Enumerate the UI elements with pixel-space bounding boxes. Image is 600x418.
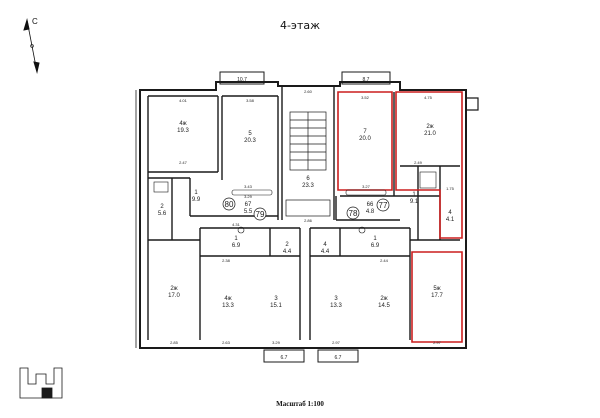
room-r9-area: 4.8 [366,209,375,215]
room-r13-area: 4.4 [283,249,292,255]
room-r5-area: 21.0 [424,131,436,137]
room-r1-type: 4ж [179,121,186,127]
dim-10: 1.75 [446,186,455,191]
dim-9: 2.49 [414,160,423,165]
floor-title: 4-этаж [279,19,321,32]
room-r13-type: 2 [285,242,289,248]
apartment-79-circle [253,207,267,221]
room-r1-area: 19.3 [177,128,189,134]
interior-walls [147,86,460,340]
room-r10-type: 1 [412,192,416,198]
room-r17-type: 4ж [224,296,231,302]
room-r18-area: 15.1 [270,303,282,309]
apartment-78-circle [346,206,360,220]
dim-11: 2.86 [304,218,313,223]
scale-label: Масштаб 1:100 [276,400,324,408]
dim-13: 4.31 [232,222,241,227]
room-r16-area: 17.0 [168,293,180,299]
dim-3: 2.60 [304,89,313,94]
bottom-balconies [263,349,359,363]
fixtures [153,171,437,234]
room-r21-area: 17.7 [431,293,443,299]
dimension-labels: 4.01 3.58 2.60 3.52 4.75 2.47 3.43 3.27 … [170,89,455,345]
room-r3-area: 23.3 [302,183,314,189]
room-r6-type: 1 [194,190,198,196]
room-r12-area: 6.9 [232,243,241,249]
balcony-b4: 6.7 [335,355,342,361]
balcony-b1: 10.7 [237,77,247,83]
north-label: С [32,17,38,26]
dim-18: 3.29 [272,340,281,345]
room-r9-type: 66 [367,202,374,208]
apartment-markers: 80 79 78 77 [222,197,390,221]
room-r16-type: 2ж [170,286,177,292]
dim-14: 2.38 [222,258,231,263]
room-r7-area: 5.6 [158,211,167,217]
room-r11-type: 4 [448,210,452,216]
dim-2: 3.58 [246,98,255,103]
room-r21-type: 5ж [433,286,440,292]
room-r20-type: 2ж [380,296,387,302]
north-arrow-icon [23,18,40,74]
key-plan-thumbnail [19,367,63,399]
apartment-80: 80 [225,200,234,209]
top-balconies [219,71,391,85]
outer-walls [135,81,479,349]
room-r6-area: 9.9 [192,197,201,203]
dim-5: 4.75 [424,95,433,100]
balcony-b2: 8.7 [363,77,370,83]
room-r4-type: 7 [363,129,367,135]
room-r8-area: 5.5 [244,209,253,215]
dim-4: 3.52 [361,95,370,100]
dim-6: 2.47 [179,160,188,165]
dim-16: 2.85 [170,340,179,345]
dim-15: 2.44 [380,258,389,263]
dim-1: 4.01 [179,98,188,103]
dim-8: 3.27 [362,184,371,189]
apartment-78: 78 [349,209,358,218]
room-r18-type: 3 [274,296,278,302]
dim-12: 3.29 [244,194,253,199]
stairwell [285,111,331,217]
room-r4-area: 20.0 [359,136,371,142]
balcony-labels: 10.7 8.7 6.7 6.7 [237,77,370,361]
room-r10-area: 9.1 [410,199,419,205]
room-r8-type: 67 [245,202,252,208]
room-r15-type: 1 [373,236,377,242]
dim-20: 2.97 [433,340,442,345]
room-r3-type: 6 [306,176,310,182]
room-r14-area: 4.4 [321,249,330,255]
balcony-b3: 6.7 [281,355,288,361]
room-r19-area: 13.3 [330,303,342,309]
room-r14-type: 4 [323,242,327,248]
room-r5-type: 2ж [426,124,433,130]
apartment-80-circle [222,197,236,211]
room-r11-area: 4.1 [446,217,455,223]
room-r2-type: 5 [248,131,252,137]
room-r20-area: 14.5 [378,303,390,309]
room-r17-area: 13.3 [222,303,234,309]
room-r12-type: 1 [234,236,238,242]
apartment-77: 77 [379,201,388,210]
dim-7: 3.43 [244,184,253,189]
apartment-79: 79 [256,210,265,219]
room-r15-area: 6.9 [371,243,380,249]
room-r19-type: 3 [334,296,338,302]
room-labels: 4ж 19.3 5 20.3 6 23.3 7 20.0 2ж 21.0 1 9… [158,121,455,309]
room-r7-type: 2 [160,204,164,210]
dim-19: 2.97 [332,340,341,345]
highlighted-apartment [337,91,463,343]
room-r2-area: 20.3 [244,138,256,144]
dim-17: 2.63 [222,340,231,345]
apartment-77-circle [376,198,390,212]
